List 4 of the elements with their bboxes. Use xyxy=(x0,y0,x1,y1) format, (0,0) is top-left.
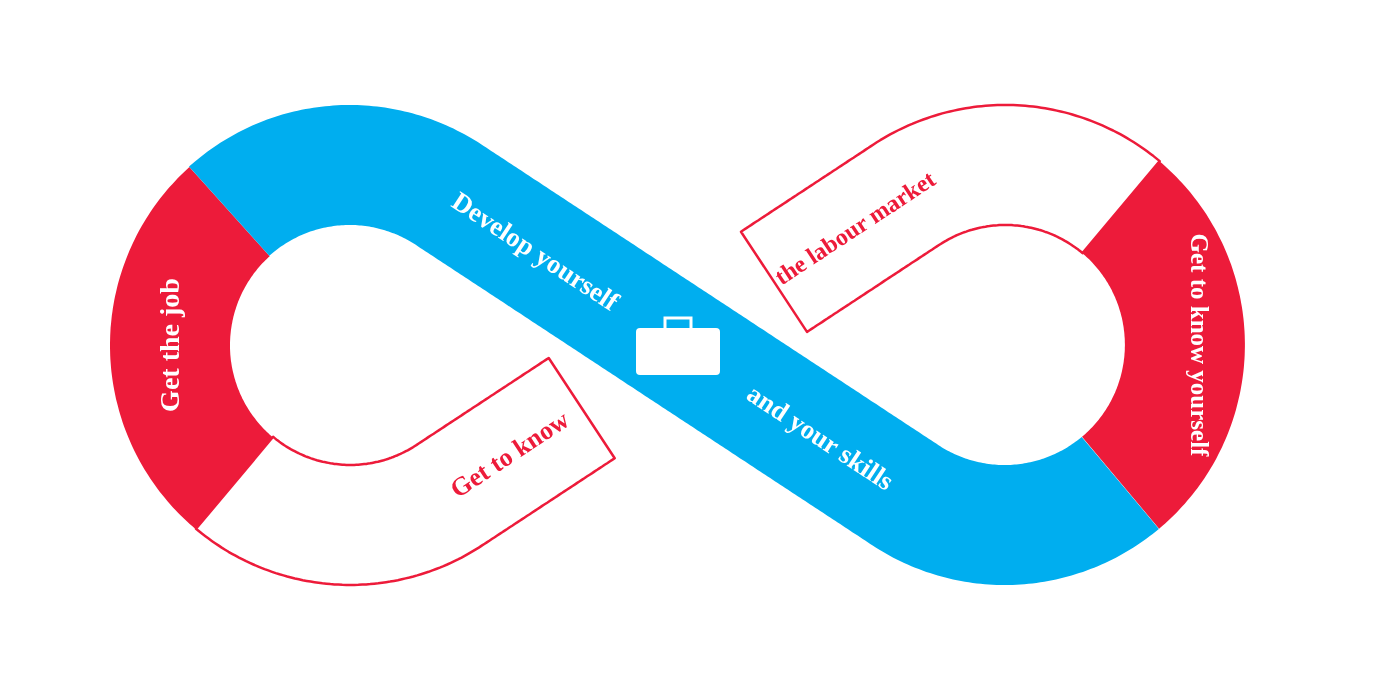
band-label: Get the job xyxy=(154,278,186,412)
band-label: and your skills xyxy=(740,379,899,498)
band-label: Get to know yourself xyxy=(1185,233,1213,457)
band-label: Get to know xyxy=(445,405,575,505)
